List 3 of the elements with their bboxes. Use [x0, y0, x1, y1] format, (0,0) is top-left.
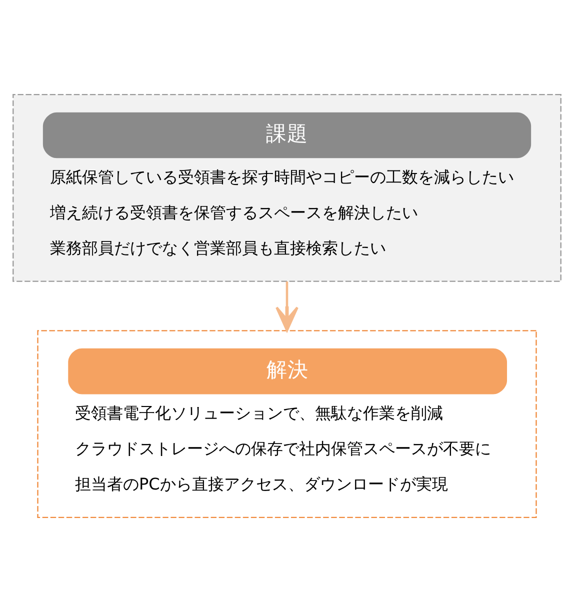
arrow [276, 281, 298, 332]
node-box: 課題 原紙保管している受領書を探す時間やコピーの工数を減らしたい 増え続ける受領書を保管するスペースを解決したい 業務部員だけでなく営業部員も直接検索したい [12, 94, 562, 282]
node-box: 解決 受領書電子化ソリューションで、無駄な作業を削減 クラウドストレージへの保存で社内保管スペースが不要に 担当者のPCから直接アクセス、ダウンロードが実現 [37, 330, 537, 518]
